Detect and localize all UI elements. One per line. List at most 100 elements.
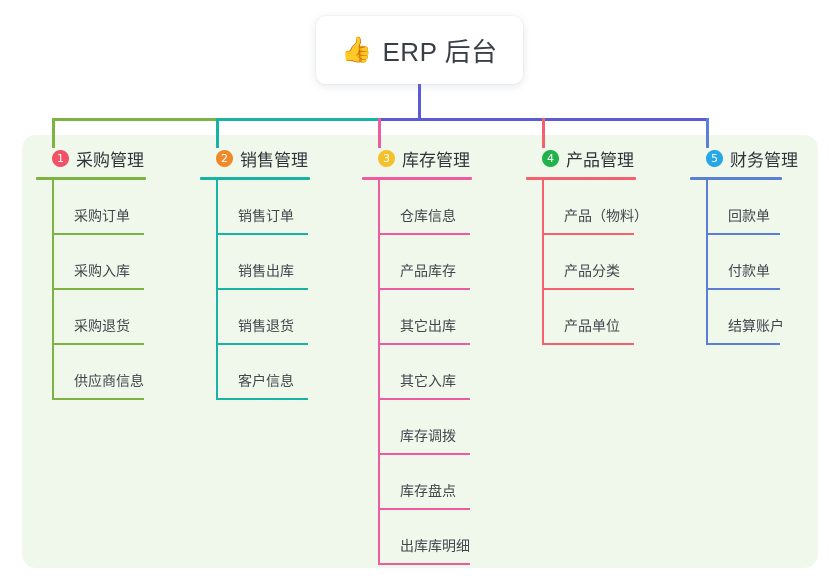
leaf-node[interactable]: 其它出库 (378, 290, 512, 345)
column-drop-stem-4 (542, 118, 545, 148)
leaf-node-rule (378, 343, 470, 345)
leaf-node-label: 产品单位 (564, 318, 620, 334)
column-number-badge: 5 (706, 149, 723, 167)
column-header-rule (526, 177, 636, 180)
leaf-node-rule (706, 288, 780, 290)
leaf-node[interactable]: 销售退货 (216, 290, 350, 345)
leaf-node-label: 采购退货 (74, 318, 130, 334)
leaf-node-label: 出库库明细 (400, 538, 470, 554)
leaf-node[interactable]: 库存盘点 (378, 455, 512, 510)
leaf-node-rule (542, 343, 634, 345)
leaf-node-rule (216, 233, 308, 235)
leaf-node[interactable]: 库存调拨 (378, 400, 512, 455)
leaf-node[interactable]: 产品（物料） (542, 180, 676, 235)
column-title: 销售管理 (240, 150, 308, 170)
leaf-node[interactable]: 产品分类 (542, 235, 676, 290)
leaf-node-label: 回款单 (728, 208, 770, 224)
root-node-erp-backend[interactable]: 👍 ERP 后台 (316, 16, 523, 84)
column-5: 5 财务管理回款单付款单结算账户 (690, 146, 822, 345)
column-header-5[interactable]: 5 财务管理 (690, 146, 822, 170)
leaf-node[interactable]: 付款单 (706, 235, 822, 290)
leaf-node-rule (216, 288, 308, 290)
leaf-node[interactable]: 采购入库 (52, 235, 186, 290)
leaf-node-rule (52, 398, 144, 400)
leaf-node-rule (378, 398, 470, 400)
column-branch: 产品（物料） 产品分类产品单位 (526, 180, 676, 345)
leaf-node-label: 其它入库 (400, 373, 456, 389)
leaf-node-rule (52, 233, 144, 235)
leaf-node-label: 供应商信息 (74, 373, 144, 389)
leaf-node-rule (378, 563, 470, 565)
leaf-node-label: 其它出库 (400, 318, 456, 334)
leaf-node-label: 销售订单 (238, 208, 294, 224)
thumbs-up-icon: 👍 (341, 35, 373, 64)
leaf-node-label: 产品库存 (400, 263, 456, 279)
column-branch: 仓库信息产品库存其它出库其它入库库存调拨库存盘点出库库明细 (362, 180, 512, 565)
leaf-node[interactable]: 销售订单 (216, 180, 350, 235)
leaf-node-label: 产品（物料） (564, 208, 648, 224)
leaf-node[interactable]: 客户信息 (216, 345, 350, 400)
leaf-node-rule (706, 233, 780, 235)
column-4: 4 产品管理产品（物料） 产品分类产品单位 (526, 146, 676, 345)
leaf-node[interactable]: 回款单 (706, 180, 822, 235)
leaf-node[interactable]: 仓库信息 (378, 180, 512, 235)
column-header-rule (362, 177, 472, 180)
leaf-node-label: 销售出库 (238, 263, 294, 279)
column-spine (378, 180, 380, 565)
leaf-node-rule (216, 398, 308, 400)
leaf-node-label: 产品分类 (564, 263, 620, 279)
leaf-node-rule (378, 508, 470, 510)
leaf-node[interactable]: 结算账户 (706, 290, 822, 345)
leaf-node-rule (378, 233, 470, 235)
column-drop-stem-1 (52, 118, 55, 148)
column-2: 2 销售管理销售订单销售出库销售退货客户信息 (200, 146, 350, 400)
diagram-background-panel (22, 135, 818, 568)
leaf-node[interactable]: 其它入库 (378, 345, 512, 400)
column-spine (52, 180, 54, 400)
column-number-badge: 2 (216, 149, 233, 167)
leaf-node-rule (542, 288, 634, 290)
leaf-node-label: 库存盘点 (400, 483, 456, 499)
leaf-node-rule (542, 233, 634, 235)
column-branch: 回款单付款单结算账户 (690, 180, 822, 345)
leaf-node-label: 销售退货 (238, 318, 294, 334)
leaf-node-rule (378, 288, 470, 290)
column-drop-stem-2 (216, 118, 219, 148)
column-title: 产品管理 (566, 150, 634, 170)
column-spine (216, 180, 218, 400)
column-title: 财务管理 (730, 150, 798, 170)
column-title: 采购管理 (76, 150, 144, 170)
column-header-2[interactable]: 2 销售管理 (200, 146, 350, 170)
connector-bar-segment-1 (52, 118, 216, 121)
leaf-node-rule (216, 343, 308, 345)
column-branch: 采购订单采购入库采购退货供应商信息 (36, 180, 186, 400)
column-drop-stem-5 (706, 118, 709, 148)
connector-bar-segment-2 (216, 118, 378, 121)
leaf-node-label: 仓库信息 (400, 208, 456, 224)
leaf-node-rule (52, 343, 144, 345)
column-number-badge: 3 (378, 149, 395, 167)
column-header-4[interactable]: 4 产品管理 (526, 146, 676, 170)
leaf-node[interactable]: 产品库存 (378, 235, 512, 290)
leaf-node[interactable]: 产品单位 (542, 290, 676, 345)
column-number-badge: 4 (542, 149, 559, 167)
leaf-node[interactable]: 采购退货 (52, 290, 186, 345)
leaf-node-label: 采购入库 (74, 263, 130, 279)
root-stem-connector (418, 84, 421, 121)
leaf-node[interactable]: 销售出库 (216, 235, 350, 290)
column-branch: 销售订单销售出库销售退货客户信息 (200, 180, 350, 400)
leaf-node-rule (52, 288, 144, 290)
leaf-node-label: 付款单 (728, 263, 770, 279)
leaf-node-rule (378, 453, 470, 455)
leaf-node-rule (706, 343, 780, 345)
column-spine (542, 180, 544, 345)
leaf-node-label: 结算账户 (728, 318, 784, 334)
leaf-node[interactable]: 采购订单 (52, 180, 186, 235)
leaf-node[interactable]: 供应商信息 (52, 345, 186, 400)
column-header-rule (690, 177, 782, 180)
leaf-node-label: 库存调拨 (400, 428, 456, 444)
leaf-node[interactable]: 出库库明细 (378, 510, 512, 565)
